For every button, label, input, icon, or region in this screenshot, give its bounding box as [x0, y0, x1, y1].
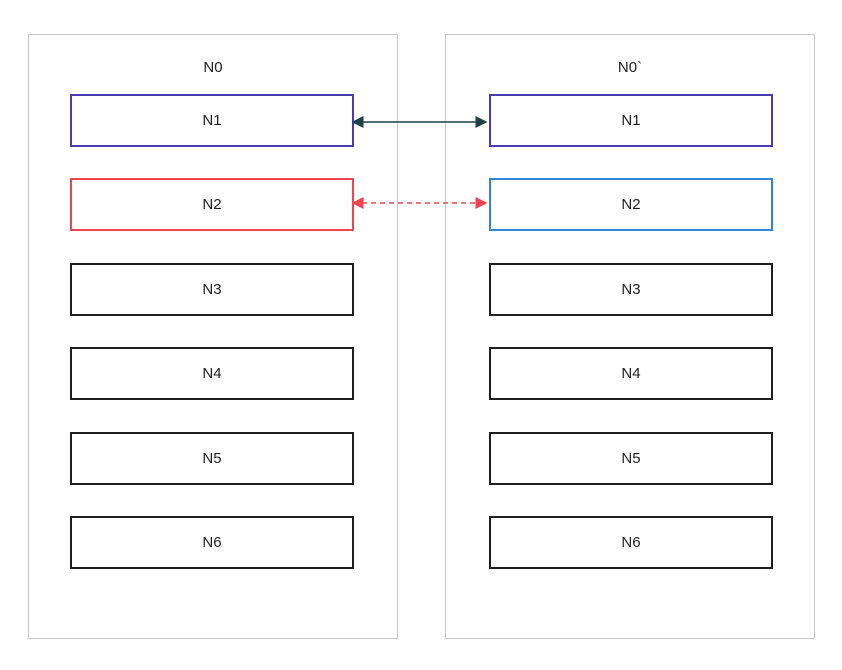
left-node-n2-label: N2: [202, 196, 222, 213]
right-node-n1-label: N1: [621, 112, 641, 129]
left-node-n1[interactable]: N1: [70, 94, 354, 147]
right-node-n3[interactable]: N3: [489, 263, 773, 316]
right-node-n6[interactable]: N6: [489, 516, 773, 569]
right-node-n2[interactable]: N2: [489, 178, 773, 231]
left-node-n5-label: N5: [202, 450, 222, 467]
left-node-n3-label: N3: [202, 281, 222, 298]
right-node-n3-label: N3: [621, 281, 641, 298]
left-node-n5[interactable]: N5: [70, 432, 354, 485]
right-node-n4[interactable]: N4: [489, 347, 773, 400]
right-container: N0` N1 N2 N3 N4 N5 N6: [445, 34, 815, 639]
left-node-n3[interactable]: N3: [70, 263, 354, 316]
right-node-n1[interactable]: N1: [489, 94, 773, 147]
left-node-n4-label: N4: [202, 365, 222, 382]
left-node-n1-label: N1: [202, 112, 222, 129]
right-node-n2-label: N2: [621, 196, 641, 213]
right-node-n5[interactable]: N5: [489, 432, 773, 485]
left-node-n4[interactable]: N4: [70, 347, 354, 400]
right-node-n5-label: N5: [621, 450, 641, 467]
right-node-n4-label: N4: [621, 365, 641, 382]
right-node-n6-label: N6: [621, 534, 641, 551]
left-node-n2[interactable]: N2: [70, 178, 354, 231]
right-container-title: N0`: [617, 59, 643, 76]
left-container-title: N0: [203, 59, 223, 76]
left-node-n6-label: N6: [202, 534, 222, 551]
left-container: N0 N1 N2 N3 N4 N5 N6: [28, 34, 398, 639]
left-node-n6[interactable]: N6: [70, 516, 354, 569]
